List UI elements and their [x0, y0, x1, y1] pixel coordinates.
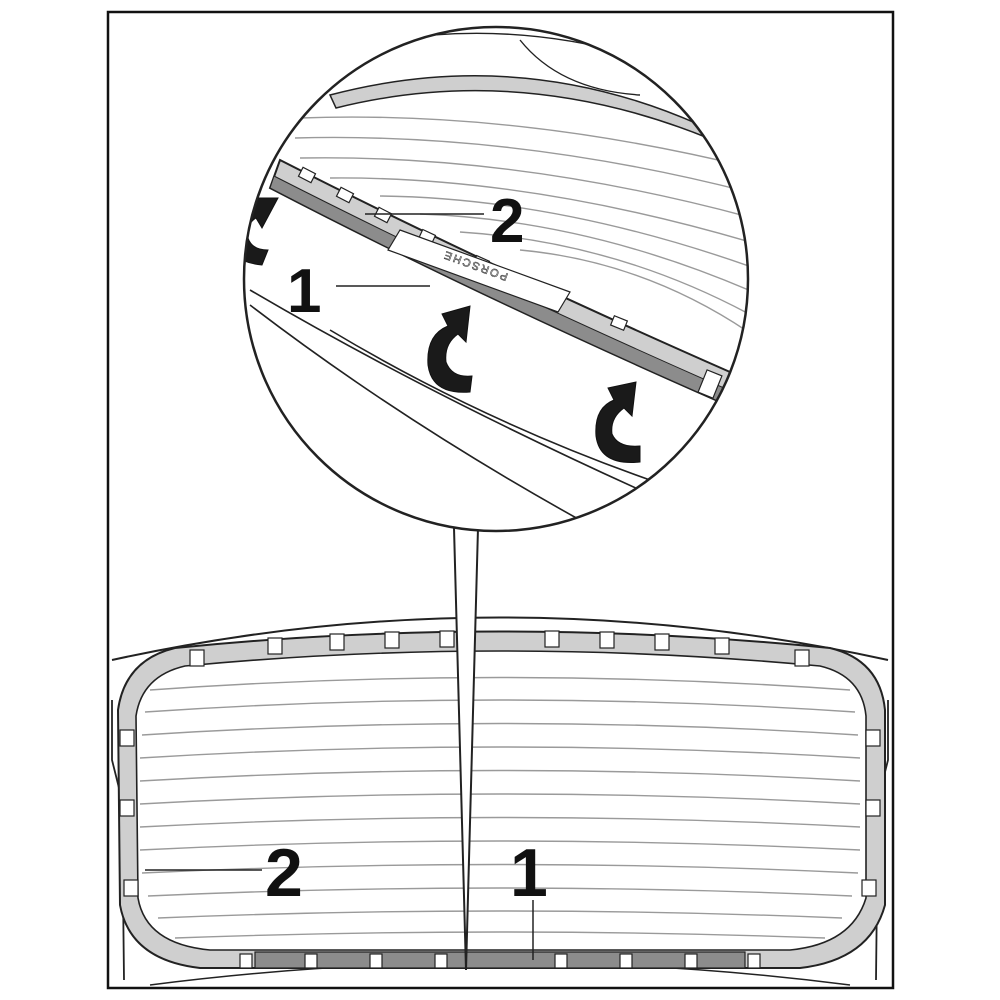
callout-overview-2: 2	[265, 835, 303, 911]
rear-window-overview	[111, 616, 889, 986]
curved-arrow-icon	[595, 381, 641, 463]
bottom-seal-strip	[254, 951, 746, 969]
callout-overview-1: 1	[510, 835, 548, 911]
curved-arrow-icon	[244, 197, 279, 266]
detail-view: PORSCHE	[242, 25, 750, 533]
window-glass	[135, 650, 867, 951]
curved-arrow-icon	[427, 305, 473, 393]
magnifier-connector	[453, 527, 479, 971]
detail-body-lines	[249, 289, 651, 521]
callout-detail-1: 1	[287, 257, 321, 326]
seal-clips	[119, 630, 881, 969]
defroster-lines	[139, 676, 861, 939]
detail-circle-outline	[242, 25, 750, 533]
callout-detail-2: 2	[490, 187, 524, 256]
brand-plate	[387, 229, 571, 313]
body-outline	[111, 616, 889, 661]
detail-defroster-lines	[294, 116, 748, 341]
figure-frame	[106, 10, 895, 990]
